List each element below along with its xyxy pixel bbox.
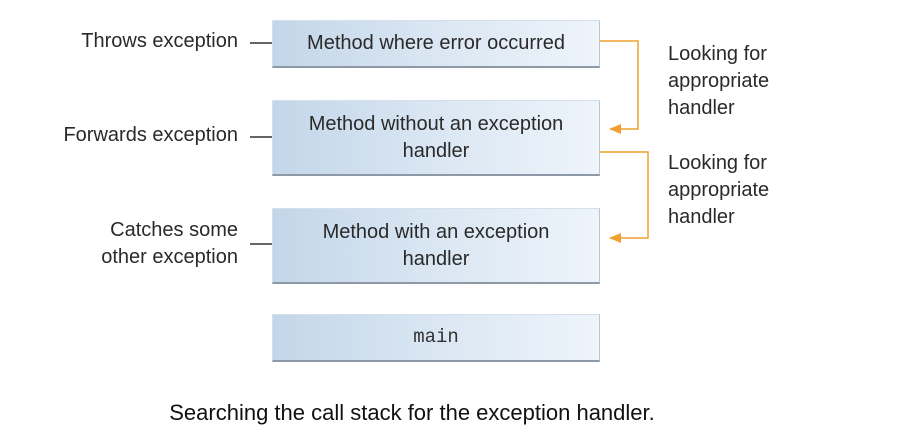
stack-frame-error-method: Method where error occurred bbox=[272, 20, 600, 68]
label-line: Forwards exception bbox=[63, 124, 238, 146]
looking-for-handler-label-1: Looking for appropriate handler bbox=[668, 41, 769, 122]
frame-text: Method where error occurred bbox=[307, 32, 565, 54]
label-line: Looking for bbox=[668, 152, 767, 174]
label-line: other exception bbox=[101, 246, 238, 268]
diagram-caption: Searching the call stack for the excepti… bbox=[169, 400, 655, 425]
search-arrow-2 bbox=[600, 151, 649, 243]
frame-text: Method with an exception bbox=[322, 220, 550, 243]
search-arrow-1 bbox=[600, 40, 639, 134]
label-line: handler bbox=[668, 206, 735, 228]
frame-text: handler bbox=[402, 139, 470, 162]
looking-for-handler-label-2: Looking for appropriate handler bbox=[668, 150, 769, 231]
label-line: Catches some bbox=[110, 219, 238, 241]
stack-frame-main: main bbox=[272, 314, 600, 362]
label-line: handler bbox=[668, 97, 735, 119]
frame-text: handler bbox=[402, 247, 470, 270]
label-line: appropriate bbox=[668, 179, 770, 201]
label-line: appropriate bbox=[668, 70, 770, 92]
throws-exception-label: Throws exception bbox=[81, 28, 238, 55]
catches-exception-label: Catches some other exception bbox=[101, 217, 238, 271]
stack-frame-no-handler-method: Method without an exception handler bbox=[272, 100, 600, 176]
forwards-exception-label: Forwards exception bbox=[63, 122, 238, 149]
label-line: Throws exception bbox=[81, 30, 238, 52]
frame-text: main bbox=[413, 326, 459, 348]
label-line: Looking for bbox=[668, 43, 767, 65]
frame-text: Method without an exception bbox=[308, 112, 564, 135]
stack-frame-handler-method: Method with an exception handler bbox=[272, 208, 600, 284]
